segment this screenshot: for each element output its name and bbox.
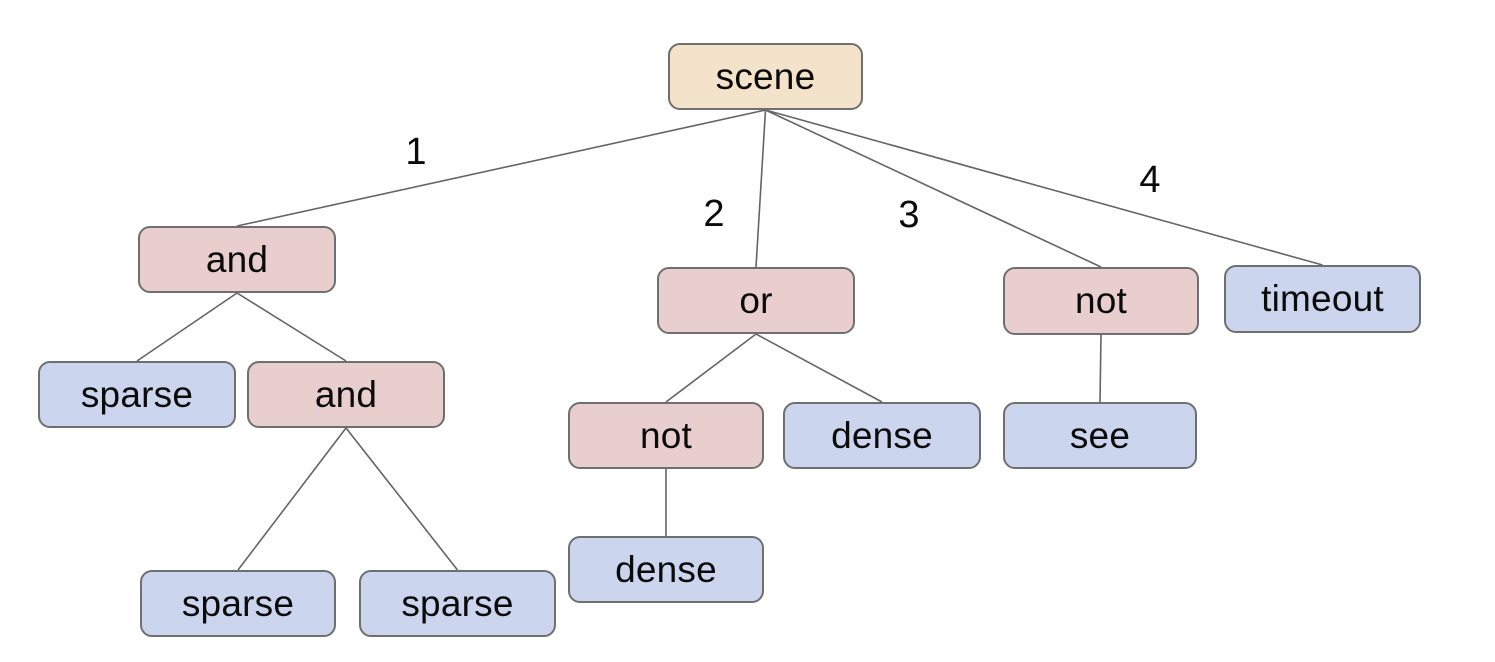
edge-label-4: 4 [1139,159,1160,201]
node-label: dense [615,548,717,590]
edge-label-2: 2 [703,193,724,235]
node-label: scene [715,55,816,97]
edge-label-1: 1 [405,131,426,173]
node-or1: or [657,267,855,334]
edge-or1-not2 [665,333,757,403]
node-label: or [739,279,773,321]
edge-not1-see1 [1099,334,1102,403]
edge-scene-and1 [236,109,766,227]
edge-label-3: 3 [898,194,919,236]
node-label: and [205,238,269,280]
edge-scene-not1 [765,109,1102,268]
node-not1: not [1003,267,1199,335]
node-sparse1: sparse [38,361,236,428]
node-sparse2: sparse [140,570,336,637]
node-see1: see [1003,402,1197,469]
node-label: dense [831,414,933,456]
edge-scene-or1 [755,109,767,268]
edge-and1-and2 [236,292,347,362]
node-sparse3: sparse [359,570,556,637]
node-label: not [1074,280,1128,321]
node-label: and [314,373,378,415]
node-and1: and [138,226,336,293]
node-label: sparse [80,373,194,415]
edge-and1-sparse1 [136,292,238,362]
node-label: not [639,414,693,456]
edge-and2-sparse3 [345,427,459,571]
node-label: sparse [181,582,295,624]
node-dense2: dense [568,536,764,603]
node-dense1: dense [783,402,981,469]
node-not2: not [568,402,764,469]
node-and2: and [247,361,445,428]
edge-scene-timeout1 [765,109,1323,266]
edge-or1-dense1 [755,333,883,403]
node-scene: scene [668,43,863,110]
node-label: see [1069,414,1131,456]
edge-and2-sparse2 [237,427,347,571]
node-label: sparse [401,582,514,624]
node-timeout1: timeout [1224,265,1421,333]
node-label: timeout [1261,278,1384,319]
